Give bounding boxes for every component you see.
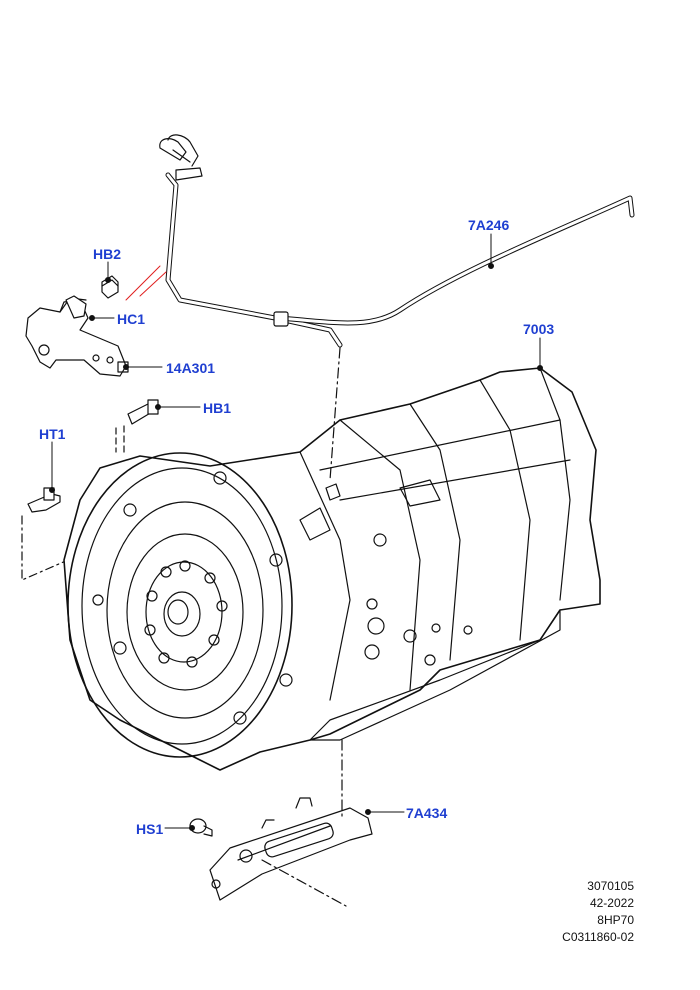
reference-info: 3070105 42-2022 8HP70 C0311860-02: [562, 878, 634, 946]
heat-shield-7a434: [209, 739, 373, 907]
bolt-hb1: [115, 399, 159, 455]
breather-pipe-7a246: [159, 134, 635, 348]
callout-ht1[interactable]: HT1: [39, 426, 66, 442]
bracket-14a301: [25, 297, 129, 377]
callout-7003[interactable]: 7003: [523, 321, 555, 337]
reference-date: 42-2022: [589, 896, 634, 910]
callout-7a434[interactable]: 7A434: [406, 805, 448, 821]
callout-hs1[interactable]: HS1: [136, 821, 164, 837]
transmission-model: 8HP70: [597, 913, 634, 927]
illustration-code: C0311860-02: [562, 930, 634, 944]
callout-hc1[interactable]: HC1: [117, 311, 146, 327]
clip-hc1: [65, 295, 87, 319]
callout-leader-lines: [49, 233, 543, 831]
callout-7a246[interactable]: 7A246: [468, 217, 510, 233]
callout-14a301[interactable]: 14A301: [166, 360, 216, 376]
reference-number: 3070105: [587, 879, 634, 893]
assembly-line-pipe: [329, 347, 341, 481]
callout-hb1[interactable]: HB1: [203, 400, 232, 416]
red-leader-lines: [125, 265, 167, 301]
callout-hb2[interactable]: HB2: [93, 246, 122, 262]
stud-ht1: [21, 487, 69, 581]
transmission-assembly-7003: [63, 367, 601, 771]
